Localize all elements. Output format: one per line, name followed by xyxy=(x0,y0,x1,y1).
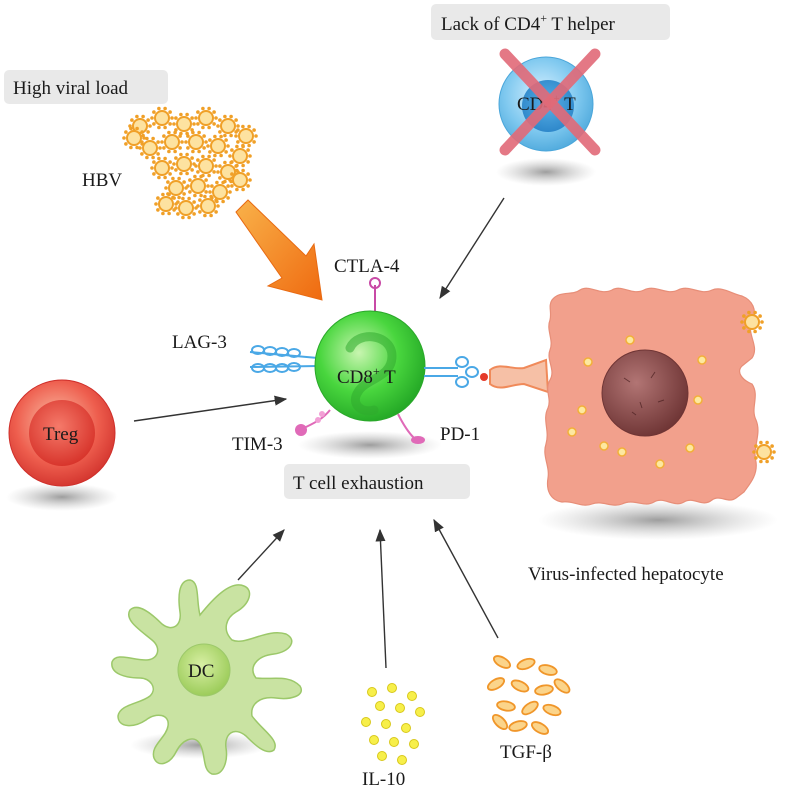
hbv-virus-particle xyxy=(172,152,196,176)
cd8-shadow xyxy=(298,431,442,459)
viral-load-arrow xyxy=(235,199,323,301)
hbv-virus-particle xyxy=(196,194,220,218)
il10-molecule xyxy=(395,703,405,713)
dendritic-cell: DC xyxy=(111,579,303,775)
treg-to-cd8-arrow xyxy=(133,395,288,422)
treg-shadow xyxy=(6,483,118,511)
lag3-label: LAG-3 xyxy=(172,332,227,353)
tim3-label: TIM-3 xyxy=(232,434,283,455)
tgfb-label: TGF-β xyxy=(500,742,552,763)
surface-virus-2 xyxy=(752,440,776,464)
hepatocyte-label: Virus-infected hepatocyte xyxy=(528,564,724,585)
hbv-virus-particle xyxy=(138,136,162,160)
tgfb-to-exhaustion-arrow xyxy=(433,518,499,639)
hbv-virus-particle xyxy=(164,176,188,200)
hbv-virus-particle xyxy=(122,126,146,150)
il10-molecule xyxy=(401,723,411,733)
tcr-pd1-receptor-complex xyxy=(424,356,550,394)
viral-load-label-box xyxy=(4,70,168,104)
hbv-virus-particle xyxy=(150,156,174,180)
hbv-virus-particle xyxy=(184,130,208,154)
lag3-receptor xyxy=(249,345,319,373)
tgfb-molecule xyxy=(530,721,550,735)
hbv-virus-particle xyxy=(160,130,184,154)
hbv-label: HBV xyxy=(82,170,122,191)
cd4-lack-label: Lack of CD4+ T helper xyxy=(441,11,616,35)
virus-infected-hepatocyte xyxy=(544,287,759,506)
il10-molecules xyxy=(361,683,425,765)
ctla4-label: CTLA-4 xyxy=(334,256,400,277)
dc-label: DC xyxy=(188,661,214,682)
cd4-shadow xyxy=(496,158,596,186)
surface-virus-1 xyxy=(740,310,764,334)
viral-load-label: High viral load xyxy=(13,78,129,99)
il10-molecule xyxy=(415,707,425,717)
il10-molecule xyxy=(409,739,419,749)
hepatocyte-nucleus xyxy=(601,349,689,437)
tgfb-molecule xyxy=(496,700,516,712)
tgfb-molecule xyxy=(538,664,558,676)
exhaustion-label: T cell exhaustion xyxy=(293,473,424,494)
il10-molecule xyxy=(377,751,387,761)
il10-molecule xyxy=(407,691,417,701)
exhaustion-label-box xyxy=(284,464,470,499)
il10-molecule xyxy=(387,683,397,693)
dc-to-exhaustion-arrow xyxy=(237,529,285,581)
treg-cell: Treg xyxy=(8,379,116,487)
hbv-virus-particle xyxy=(174,196,198,220)
il10-molecule xyxy=(375,701,385,711)
hbv-virus-particle xyxy=(194,154,218,178)
tgfb-molecule xyxy=(553,678,571,694)
il10-molecule xyxy=(381,719,391,729)
cd4-to-cd8-arrow xyxy=(439,197,505,300)
hbv-virus-particle xyxy=(228,168,252,192)
tgfb-molecules xyxy=(486,655,571,735)
treg-label: Treg xyxy=(43,424,79,445)
il10-molecule xyxy=(389,737,399,747)
hbv-virus-particle xyxy=(216,114,240,138)
virus-particle xyxy=(752,440,776,464)
cd8-cell-label: CD8+ T xyxy=(337,364,396,388)
ctla4-receptor xyxy=(369,277,381,313)
tgfb-molecule xyxy=(534,684,554,696)
cd8-t-cell: CD8+ T xyxy=(314,310,426,422)
tgfb-molecule xyxy=(521,700,539,716)
tgfb-molecule xyxy=(491,713,509,731)
cd4-t-cell: CD4+ T xyxy=(498,48,601,156)
tim3-receptor xyxy=(295,409,331,436)
il10-molecule xyxy=(397,755,407,765)
il10-molecule xyxy=(361,717,371,727)
hbv-virus-particle xyxy=(172,112,196,136)
hepatocyte-virus-particles xyxy=(567,335,707,469)
red-cross-line-2 xyxy=(499,48,601,156)
tgfb-molecule xyxy=(516,657,536,671)
tgfb-molecule xyxy=(542,703,562,717)
il10-molecule xyxy=(367,687,377,697)
il10-label: IL-10 xyxy=(362,769,405,790)
hbv-virus-particle xyxy=(208,180,232,204)
virus-particle xyxy=(740,310,764,334)
hbv-virus-particle xyxy=(150,106,174,130)
pd1-label: PD-1 xyxy=(440,424,480,445)
hepatocyte-shadow xyxy=(538,500,778,540)
hbv-virus-particle xyxy=(186,174,210,198)
hbv-virus-particle xyxy=(206,134,230,158)
tgfb-molecule xyxy=(508,720,528,732)
tgfb-molecule xyxy=(510,679,530,693)
hbv-virus-particle xyxy=(234,124,258,148)
tgfb-molecule xyxy=(486,677,506,691)
hbv-virus-particle xyxy=(154,192,178,216)
tgfb-molecule xyxy=(492,655,512,669)
hbv-virus-particle xyxy=(194,106,218,130)
il10-to-exhaustion-arrow xyxy=(375,528,387,669)
hbv-virus-cluster xyxy=(122,106,258,220)
cd4-lack-label-box xyxy=(431,4,670,40)
il10-molecule xyxy=(369,735,379,745)
pd1-receptor xyxy=(397,413,425,444)
